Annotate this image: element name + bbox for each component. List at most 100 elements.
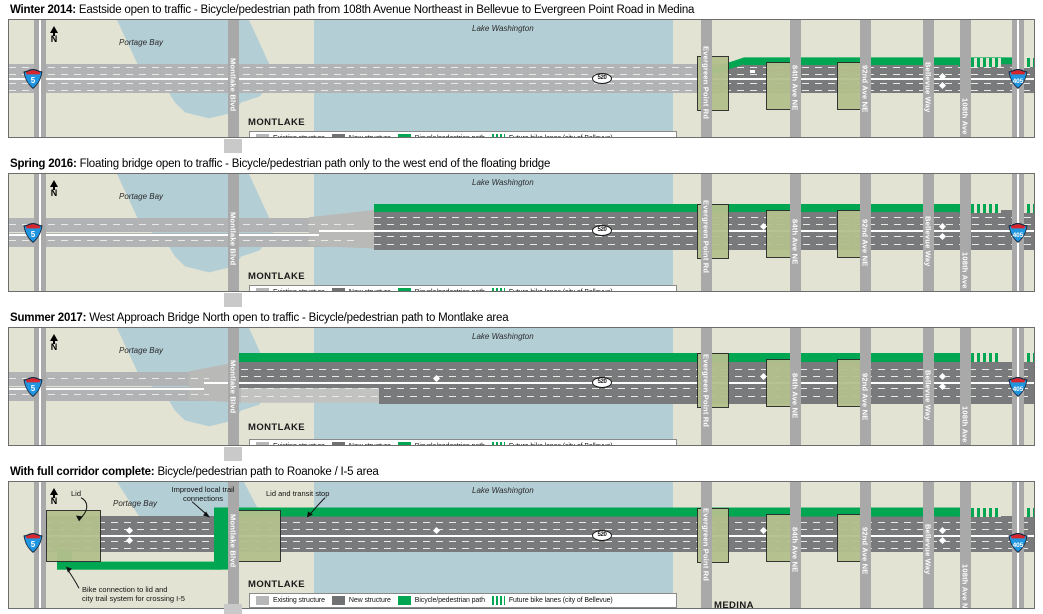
north-arrow-stem <box>53 33 55 36</box>
north-arrow-stem <box>53 495 55 498</box>
legend-item-existing-structure: Existing structure <box>256 134 325 137</box>
label-92nd-ave-ne: 92nd Ave NE <box>860 527 870 575</box>
legend-label: Future bike lanes (city of Bellevue) <box>509 443 613 445</box>
north-arrow-head <box>50 488 58 495</box>
panel-title-spring-2016: Spring 2016: Floating bridge open to tra… <box>8 158 1035 173</box>
corridor-shoulder-west-s <box>9 244 359 247</box>
panel-summer-2017: Summer 2017: West Approach Bridge North … <box>8 312 1035 446</box>
legend-full-corridor: Existing structure New structure Bicycle… <box>249 593 677 608</box>
label-lake-washington: Lake Washington <box>472 178 534 187</box>
corridor-existing-west-south <box>9 387 209 398</box>
svg-text:5: 5 <box>31 230 36 239</box>
existing-structure-swatch <box>256 442 269 445</box>
legend-label: Existing structure <box>273 135 325 137</box>
svg-text:405: 405 <box>1013 78 1024 85</box>
shield-i5-icon: 5 <box>22 376 44 398</box>
lane-dash-e4 <box>241 396 1034 397</box>
panel-title-bold: Spring 2016: <box>10 158 77 170</box>
legend-label: Bicycle/pedestrian path <box>414 597 485 604</box>
future-bike-lanes-hatch-east <box>1015 58 1034 67</box>
legend-label: New structure <box>349 135 391 137</box>
cross-street-84th-ave-ne <box>790 174 801 291</box>
lane-center-east <box>319 230 1034 232</box>
shield-i405-icon: 405 <box>1007 532 1029 554</box>
lid-roanoke <box>46 510 101 562</box>
north-arrow-label: N <box>50 188 58 198</box>
lane-dash-1 <box>9 67 1034 68</box>
north-arrow: N <box>47 26 61 44</box>
lid-montlake-transit-stop <box>231 510 281 562</box>
label-bellevue-way: Bellevue Way <box>923 370 933 421</box>
new-structure-swatch <box>331 288 345 291</box>
north-arrow-head <box>50 180 58 187</box>
cross-street-92nd-ave-ne <box>860 20 871 137</box>
panel-shadow-3 <box>224 447 242 461</box>
lane-dash-4 <box>9 90 1034 91</box>
label-108th-ave-ne: 108th Ave NE <box>960 98 970 138</box>
legend-label: Bicycle/pedestrian path <box>415 443 485 445</box>
corridor-new-west-approach <box>239 362 1034 388</box>
cross-street-montlake-blvd <box>228 20 239 137</box>
panel-full-corridor: With full corridor complete: Bicycle/ped… <box>8 466 1035 609</box>
future-bike-lanes-hatch-east <box>1015 204 1034 213</box>
panel-title-winter-2014: Winter 2014: Eastside open to traffic - … <box>8 4 1035 19</box>
label-108th-ave-ne: 108th Ave NE <box>960 252 970 292</box>
lane-center-line <box>9 78 1034 80</box>
legend-item-existing-structure: Existing structure <box>256 442 325 445</box>
map-full-corridor: Montlake Blvd Evergreen Point Rd 84th Av… <box>8 481 1035 609</box>
cross-street-bellevue-way <box>923 20 934 137</box>
legend-item-bike-path: Bicycle/pedestrian path <box>397 288 485 291</box>
label-montlake-blvd: Montlake Blvd <box>228 360 238 414</box>
svg-text:5: 5 <box>31 76 36 85</box>
panel-spring-2016: Spring 2016: Floating bridge open to tra… <box>8 158 1035 292</box>
panel-title-summer-2017: Summer 2017: West Approach Bridge North … <box>8 312 1035 327</box>
cross-street-84th-ave-ne <box>790 20 801 137</box>
label-evergreen-point-rd: Evergreen Point Rd <box>701 508 711 582</box>
lane-dash-3 <box>46 541 1034 542</box>
legend-label: Future bike lanes (city of Bellevue) <box>508 597 613 604</box>
bike-path-swatch <box>397 134 411 137</box>
bike-connection-annotation: Bike connection to lid and city trail sy… <box>82 585 185 603</box>
corridor-existing-west-north <box>9 221 359 232</box>
bike-connection-line1: Bike connection to lid and <box>82 585 168 594</box>
legend-label: Bicycle/pedestrian path <box>415 135 485 137</box>
lane-dash-w2 <box>9 394 209 395</box>
map-spring-2016: Montlake Blvd Evergreen Point Rd 84th Av… <box>8 173 1035 292</box>
lane-dash-1 <box>46 522 1034 523</box>
shield-i405-icon: 405 <box>1007 376 1029 398</box>
legend-item-existing-structure: Existing structure <box>256 596 325 605</box>
label-84th-ave-ne: 84th Ave NE <box>790 65 800 111</box>
label-portage-bay: Portage Bay <box>113 499 158 508</box>
legend-spring-2016: Existing structure New structure Bicycle… <box>249 285 677 291</box>
route-marker-520: 520 <box>592 225 612 236</box>
lane-center-west <box>9 388 204 390</box>
route-marker-520: 520 <box>592 530 612 541</box>
label-bellevue-way: Bellevue Way <box>923 62 933 113</box>
lane-dash-e3 <box>241 388 1034 389</box>
panel-title-bold: With full corridor complete: <box>10 466 155 478</box>
label-montlake: MONTLAKE <box>248 422 306 433</box>
lane-dash-4 <box>46 548 1034 549</box>
label-lake-washington: Lake Washington <box>472 332 534 341</box>
cross-street-92nd-ave-ne <box>860 174 871 291</box>
lane-dash-e2 <box>241 376 1034 377</box>
corridor-shoulder-west-n <box>9 218 359 221</box>
corridor-shoulder-west-n <box>9 372 209 375</box>
north-arrow-label: N <box>50 34 58 44</box>
cross-street-bellevue-way <box>923 482 934 608</box>
future-bike-lanes-hatch-east <box>1015 508 1034 517</box>
label-bellevue-way: Bellevue Way <box>923 524 933 575</box>
interchange-marker-a <box>750 70 755 73</box>
bike-path-eastside <box>744 58 959 65</box>
future-bike-lanes-hatch <box>959 204 1001 213</box>
cross-street-montlake-blvd <box>228 328 239 445</box>
label-montlake: MONTLAKE <box>248 271 306 282</box>
panel-title-full-corridor: With full corridor complete: Bicycle/ped… <box>8 466 1035 481</box>
label-evergreen-point-rd: Evergreen Point Rd <box>701 354 711 428</box>
bike-path-swatch <box>397 596 411 605</box>
map-summer-2017: Montlake Blvd Evergreen Point Rd 84th Av… <box>8 327 1035 446</box>
legend-label: Future bike lanes (city of Bellevue) <box>509 289 613 291</box>
cross-street-evergreen-point-rd <box>701 328 712 445</box>
bike-path-floating-bridge <box>374 204 961 212</box>
